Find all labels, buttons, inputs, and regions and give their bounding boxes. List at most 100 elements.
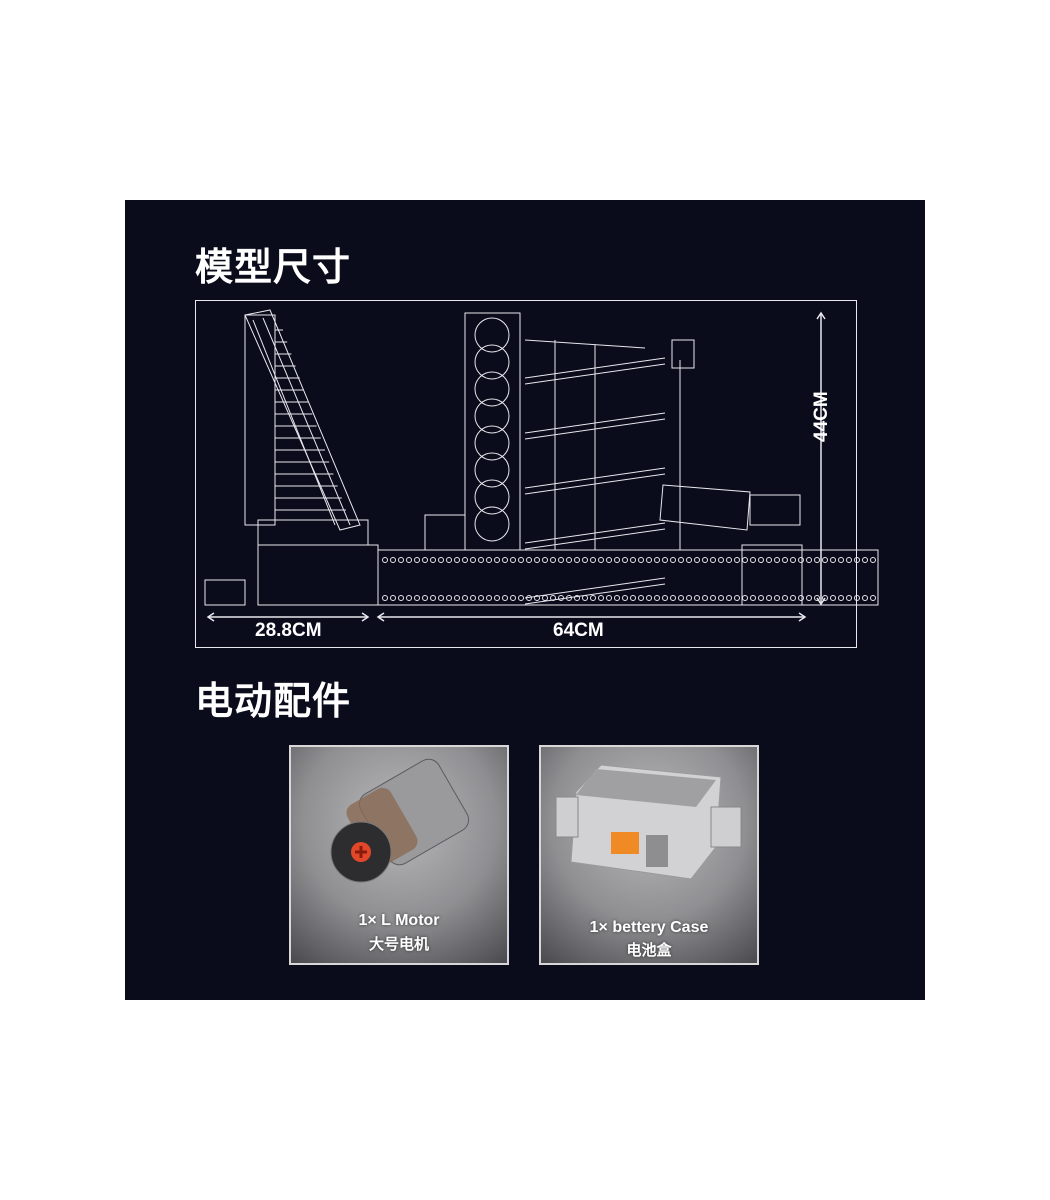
chain-link (678, 595, 684, 601)
chain-link (758, 557, 764, 563)
chain-link (574, 557, 580, 563)
chain-link (438, 557, 444, 563)
chain-link (446, 557, 452, 563)
accessory-card-battery-box: 1× bettery Case 电池盒 (539, 745, 759, 965)
chain-link (614, 595, 620, 601)
chain-link (638, 595, 644, 601)
chain-link (742, 557, 748, 563)
spiral-loop (474, 425, 510, 461)
chain-link (662, 557, 668, 563)
chain-link (478, 595, 484, 601)
chain-link (398, 557, 404, 563)
chain-link (806, 557, 812, 563)
product-panel: 模型尺寸 (125, 200, 925, 1000)
chain-link (598, 595, 604, 601)
chain-link (670, 557, 676, 563)
chain-link (734, 557, 740, 563)
chain-link (854, 557, 860, 563)
chain-link (678, 557, 684, 563)
chain-link (630, 557, 636, 563)
chain-link (430, 595, 436, 601)
battery-box-icon (555, 764, 742, 880)
chain-link (646, 557, 652, 563)
motor-icon (330, 758, 470, 883)
chain-link (798, 595, 804, 601)
chain-link (726, 595, 732, 601)
motor-label-en: 1× L Motor (358, 912, 440, 929)
chain-link (702, 557, 708, 563)
chain-link (502, 557, 508, 563)
chain-link (606, 595, 612, 601)
chain-link (766, 557, 772, 563)
chain-link (390, 595, 396, 601)
chain-link (494, 595, 500, 601)
chain-link (814, 557, 820, 563)
chain-link (486, 595, 492, 601)
chain-link (550, 557, 556, 563)
chain-link (494, 557, 500, 563)
chain-link (470, 557, 476, 563)
chain-link (694, 595, 700, 601)
chain-link (438, 595, 444, 601)
chain-link (750, 595, 756, 601)
chain-link (422, 595, 428, 601)
chain-link (774, 595, 780, 601)
accessories-title: 电动配件 (195, 679, 352, 723)
front-view-drawing (377, 312, 879, 606)
chain-link (590, 595, 596, 601)
chain-link (462, 557, 468, 563)
chain-link (406, 595, 412, 601)
chain-link (654, 595, 660, 601)
chain-link (782, 595, 788, 601)
battery-label-cn: 电池盒 (626, 941, 672, 959)
chain-link (742, 595, 748, 601)
chain-link (830, 557, 836, 563)
chain-link (414, 595, 420, 601)
chain-link (702, 595, 708, 601)
chain-link (862, 595, 868, 601)
chain-link (782, 557, 788, 563)
chain-link (446, 595, 452, 601)
motor-label-cn: 大号电机 (368, 935, 429, 953)
height-label: 44CM (811, 391, 832, 442)
chain-link (638, 557, 644, 563)
chain-link (390, 557, 396, 563)
chain-link (846, 595, 852, 601)
chain-link (478, 557, 484, 563)
chain-link (518, 595, 524, 601)
width-left-label: 28.8CM (255, 620, 322, 641)
chain-link (430, 557, 436, 563)
dimensions-frame (195, 300, 857, 648)
chain-link (566, 595, 572, 601)
chain-link (414, 557, 420, 563)
chain-link (734, 595, 740, 601)
dimension-arrows (206, 311, 826, 622)
chain-link (566, 557, 572, 563)
chain-link (870, 557, 876, 563)
chain-link (838, 557, 844, 563)
battery-label-en: 1× bettery Case (589, 919, 709, 936)
chain-link (750, 557, 756, 563)
spiral-loop (474, 452, 510, 488)
width-main-label: 64CM (553, 620, 604, 641)
chain-link (726, 557, 732, 563)
chain-link (710, 557, 716, 563)
chain-link (486, 557, 492, 563)
spiral-loop (474, 506, 510, 542)
chain-link (550, 595, 556, 601)
chain-link (790, 557, 796, 563)
side-view-drawing (204, 309, 379, 606)
chain-link (542, 595, 548, 601)
chain-link (534, 557, 540, 563)
chain-link (454, 557, 460, 563)
chain-link (422, 557, 428, 563)
chain-link (398, 595, 404, 601)
chain-link (694, 557, 700, 563)
chain-link (526, 595, 532, 601)
chain-link (846, 557, 852, 563)
chain-link (686, 557, 692, 563)
spiral-loop (474, 479, 510, 515)
chain-link (526, 557, 532, 563)
chain-link (758, 595, 764, 601)
chain-link (774, 557, 780, 563)
